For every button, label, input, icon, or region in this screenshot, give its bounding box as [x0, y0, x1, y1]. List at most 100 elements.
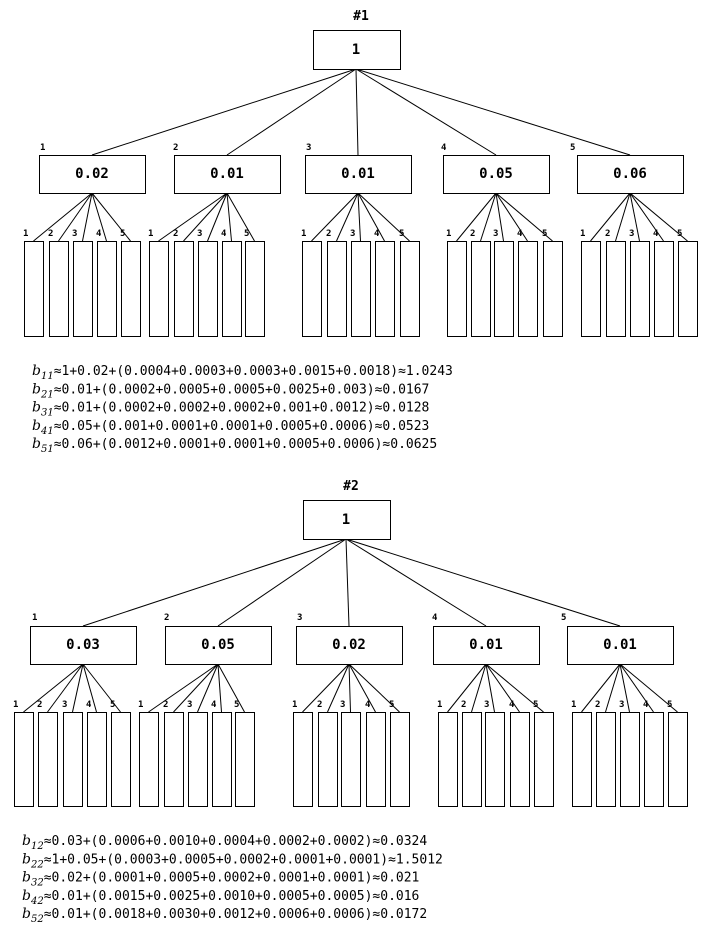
- formula-variable: b: [22, 906, 31, 922]
- formula-line: b22≈1+0.05+(0.0003+0.0005+0.0002+0.0001+…: [22, 851, 443, 870]
- child-edge: [629, 192, 640, 242]
- leaf-box: [400, 241, 420, 337]
- leaf-index-label: 1: [23, 229, 28, 239]
- leaf-index-label: 5: [120, 229, 125, 239]
- root-value: 1: [352, 42, 360, 58]
- child-edge: [336, 192, 359, 242]
- leaf-index-label: 3: [484, 700, 489, 710]
- child-node: [30, 626, 137, 665]
- leaf-box: [668, 712, 688, 807]
- leaf-box: [341, 712, 361, 807]
- formula-expression: ≈1+0.02+(0.0004+0.0003+0.0003+0.0015+0.0…: [54, 364, 453, 379]
- child-edge: [33, 192, 93, 242]
- leaf-box: [49, 241, 69, 337]
- leaf-box: [111, 712, 131, 807]
- leaf-index-label: 1: [13, 700, 18, 710]
- child-edge: [348, 663, 351, 713]
- child-edge: [173, 663, 219, 713]
- child-edge: [619, 663, 654, 713]
- leaf-index-label: 5: [667, 700, 672, 710]
- formula-variable: b: [32, 436, 41, 452]
- leaf-index-label: 5: [389, 700, 394, 710]
- leaf-box: [198, 241, 218, 337]
- root-edge: [355, 68, 631, 156]
- leaf-index-label: 1: [138, 700, 143, 710]
- child-edge: [158, 192, 228, 242]
- leaf-box: [24, 241, 44, 337]
- child-edge: [327, 663, 350, 713]
- child-edge: [82, 192, 93, 242]
- formula-expression: ≈0.01+(0.0015+0.0025+0.0010+0.0005+0.000…: [44, 889, 420, 904]
- leaf-box: [678, 241, 698, 337]
- child-index-label: 1: [40, 143, 45, 153]
- formula-line: b31≈0.01+(0.0002+0.0002+0.0002+0.001+0.0…: [32, 400, 429, 419]
- child-node: [39, 155, 146, 194]
- formula-variable: b: [32, 381, 41, 397]
- child-edge: [207, 192, 228, 242]
- child-node: [174, 155, 281, 194]
- child-value: 0.03: [66, 637, 100, 653]
- leaf-box: [212, 712, 232, 807]
- leaf-box: [366, 712, 386, 807]
- leaf-index-label: 2: [461, 700, 466, 710]
- leaf-index-label: 4: [365, 700, 371, 710]
- child-value: 0.02: [332, 637, 366, 653]
- root-edge: [345, 538, 487, 627]
- child-node: [577, 155, 684, 194]
- child-edge: [217, 663, 245, 713]
- leaf-index-label: 5: [234, 700, 239, 710]
- leaf-box: [164, 712, 184, 807]
- formula-expression: ≈0.01+(0.0002+0.0005+0.0005+0.0025+0.003…: [54, 382, 430, 397]
- child-value: 0.01: [603, 637, 637, 653]
- child-edge: [629, 192, 664, 242]
- child-edge: [357, 192, 361, 242]
- leaf-box: [14, 712, 34, 807]
- leaf-index-label: 2: [605, 229, 610, 239]
- leaf-index-label: 4: [643, 700, 649, 710]
- leaf-index-label: 4: [221, 229, 227, 239]
- leaf-box: [485, 712, 505, 807]
- leaf-index-label: 4: [86, 700, 92, 710]
- root-edge: [345, 538, 350, 627]
- leaf-box: [606, 241, 626, 337]
- formula-variable: b: [32, 418, 41, 434]
- formula-line: b41≈0.05+(0.001+0.0001+0.0001+0.0005+0.0…: [32, 418, 429, 437]
- root-node: [303, 500, 391, 540]
- leaf-box: [438, 712, 458, 807]
- leaf-index-label: 3: [340, 700, 345, 710]
- formula-line: b12≈0.03+(0.0006+0.0010+0.0004+0.0002+0.…: [22, 833, 427, 852]
- child-value: 0.06: [613, 166, 647, 182]
- leaf-box: [302, 241, 322, 337]
- formula-line: b21≈0.01+(0.0002+0.0005+0.0005+0.0025+0.…: [32, 381, 429, 400]
- leaf-box: [620, 712, 640, 807]
- child-value: 0.01: [469, 637, 503, 653]
- leaf-box: [375, 241, 395, 337]
- child-edge: [23, 663, 84, 713]
- leaf-index-label: 3: [629, 229, 634, 239]
- leaf-index-label: 3: [72, 229, 77, 239]
- child-index-label: 3: [297, 613, 302, 623]
- child-edge: [619, 663, 678, 713]
- child-edge: [302, 663, 350, 713]
- formula-subscript: 12: [31, 841, 44, 852]
- child-edge: [485, 663, 520, 713]
- child-index-label: 4: [441, 143, 447, 153]
- child-index-label: 2: [173, 143, 178, 153]
- root-edge: [217, 538, 347, 627]
- child-edge: [357, 192, 385, 242]
- leaf-index-label: 5: [399, 229, 404, 239]
- leaf-box: [543, 241, 563, 337]
- leaf-index-label: 3: [62, 700, 67, 710]
- child-value: 0.02: [75, 166, 109, 182]
- leaf-index-label: 4: [653, 229, 659, 239]
- child-value: 0.05: [479, 166, 513, 182]
- leaf-box: [644, 712, 664, 807]
- formula-line: b52≈0.01+(0.0018+0.0030+0.0012+0.0006+0.…: [22, 906, 427, 925]
- child-edge: [91, 192, 131, 242]
- leaf-box: [222, 241, 242, 337]
- leaf-box: [494, 241, 514, 337]
- leaf-index-label: 2: [37, 700, 42, 710]
- leaf-box: [572, 712, 592, 807]
- formula-line: b51≈0.06+(0.0012+0.0001+0.0001+0.0005+0.…: [32, 436, 437, 455]
